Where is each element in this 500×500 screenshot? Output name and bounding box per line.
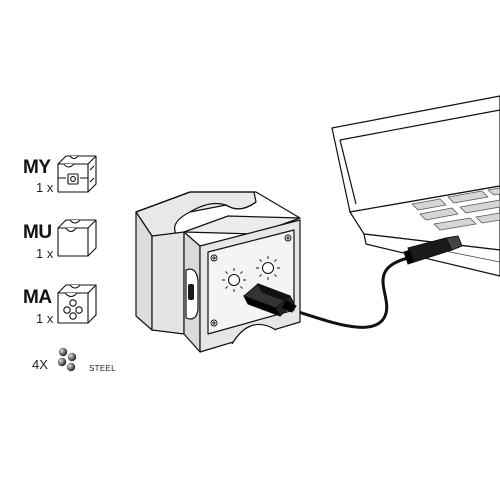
- mu-block-icon: [57, 219, 97, 257]
- steel-count: 4X: [32, 357, 48, 372]
- part-qty-my: 1 x: [36, 180, 54, 195]
- led-lights-icon: [222, 256, 280, 292]
- part-qty-ma: 1 x: [36, 311, 54, 326]
- steel-label: STEEL: [89, 364, 116, 373]
- steel-balls-icon: [57, 347, 77, 372]
- parts-list: MY 1 x MU 1 x: [0, 0, 140, 400]
- part-qty-mu: 1 x: [36, 246, 54, 261]
- part-code-my: MY: [23, 157, 51, 178]
- my-block-icon: [57, 155, 97, 193]
- ma-block-icon: [57, 284, 97, 324]
- part-code-ma: MA: [23, 287, 52, 308]
- part-code-mu: MU: [23, 222, 52, 243]
